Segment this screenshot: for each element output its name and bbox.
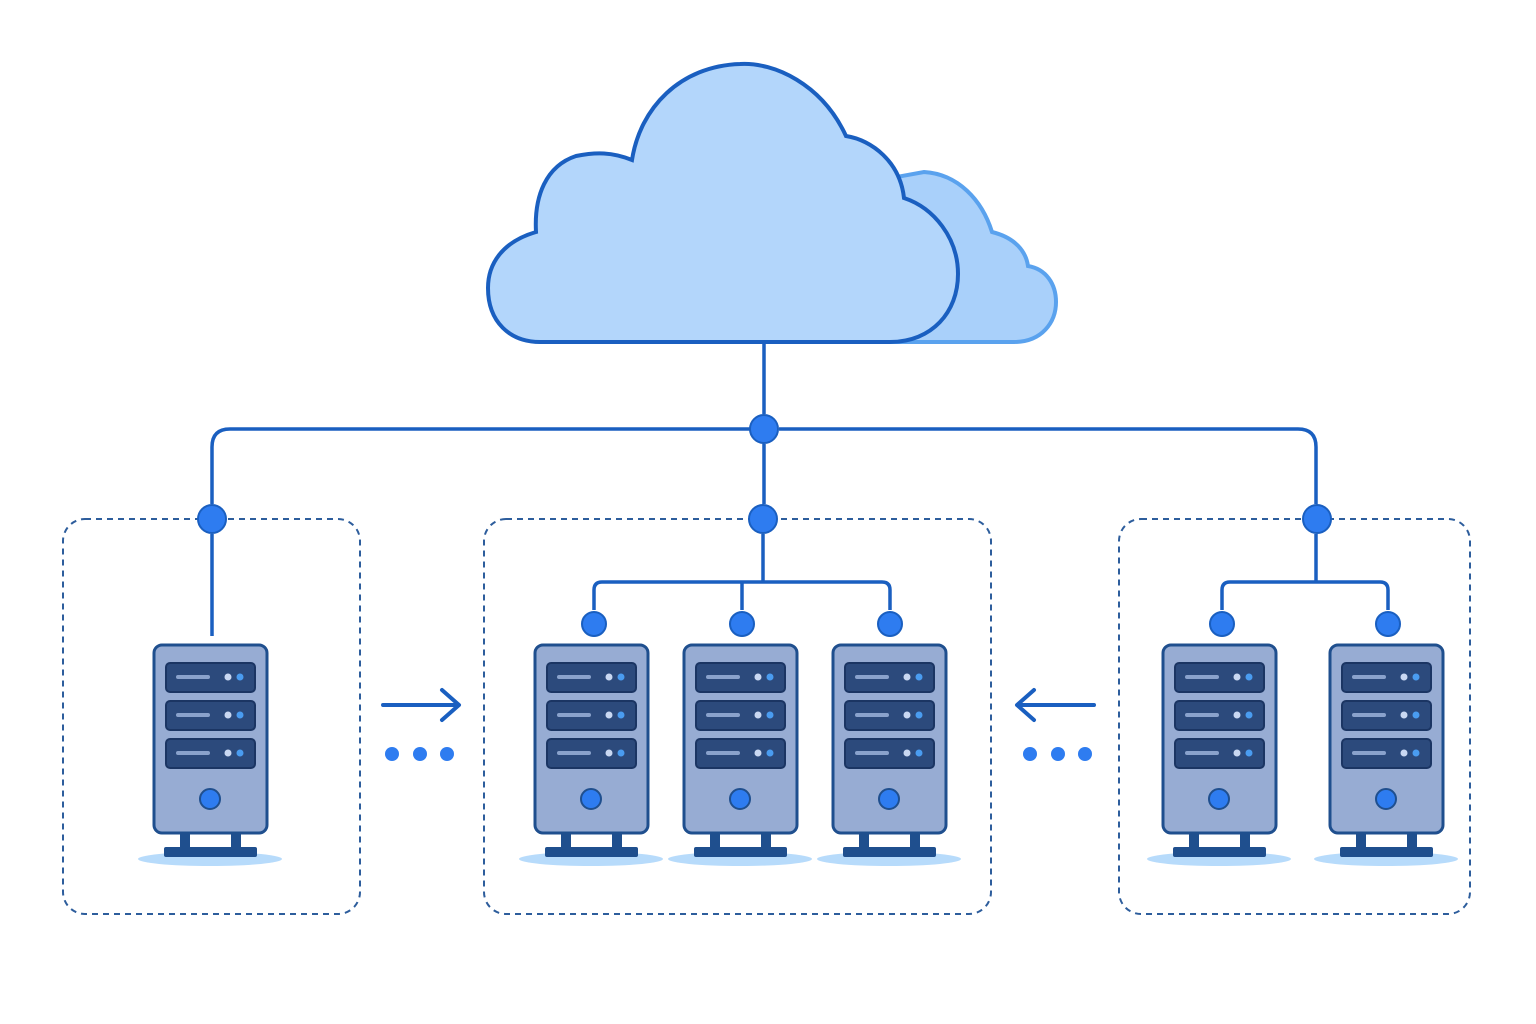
server-icon — [517, 643, 665, 868]
server-group-center — [483, 518, 992, 915]
server-icon — [815, 643, 963, 868]
server-node — [1209, 611, 1235, 637]
cloud-front — [485, 61, 961, 344]
ellipsis-icon — [385, 747, 454, 761]
junction-nodes — [197, 414, 1401, 637]
server-group-right — [1118, 518, 1471, 915]
group-center-node — [748, 504, 778, 534]
arrow-right-icon — [381, 688, 461, 722]
arrow-left-icon — [1015, 688, 1096, 722]
server-node — [1375, 611, 1401, 637]
group-right-node — [1302, 504, 1332, 534]
server-node — [877, 611, 903, 637]
hub-node — [749, 414, 779, 444]
group-left-node — [197, 504, 227, 534]
cloud-icon — [485, 61, 1059, 344]
server-node — [581, 611, 607, 637]
server-icon — [666, 643, 814, 868]
server-node — [729, 611, 755, 637]
connection-lines — [210, 342, 1390, 636]
ellipsis-icon — [1023, 747, 1092, 761]
server-icon — [1312, 643, 1460, 868]
server-icon — [1145, 643, 1293, 868]
server-icon — [136, 643, 284, 868]
